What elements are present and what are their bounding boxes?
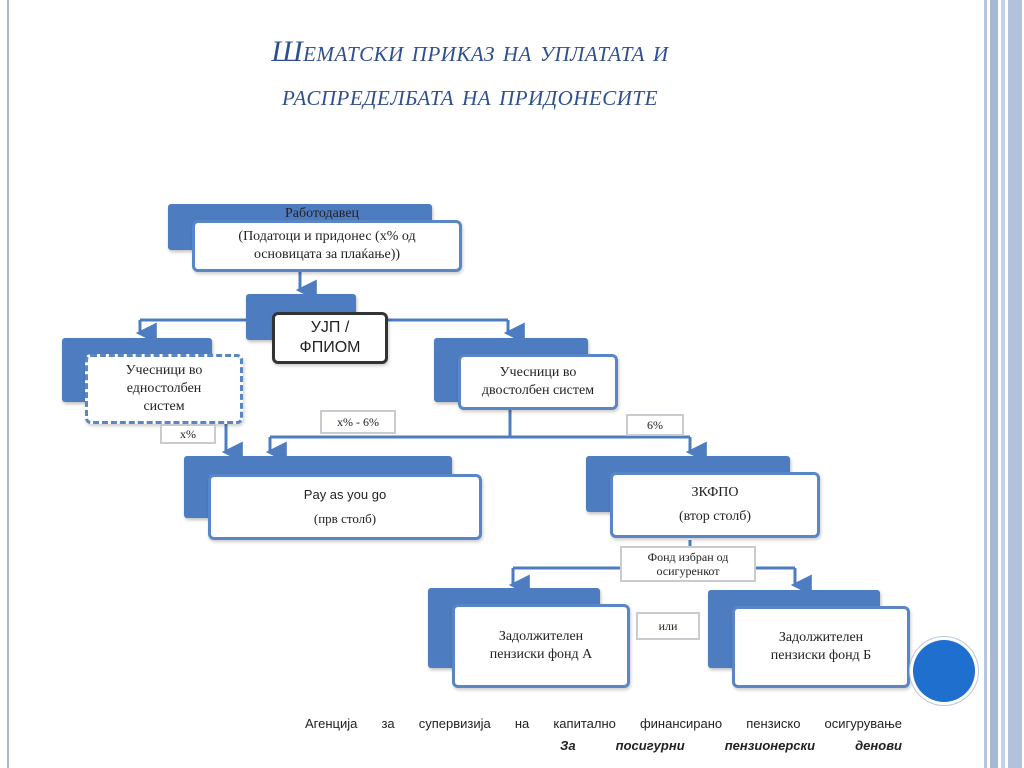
single-pillar-label: Учесници во едностолбен систем (125, 363, 203, 414)
decorative-circle (913, 640, 975, 702)
label-x-percent: x% (160, 424, 216, 444)
fund-a-label: Задолжителен пензиски фонд А (489, 629, 593, 662)
label-6-percent: 6% (626, 414, 684, 436)
title-line-1: Шематски приказ на уплатата и (271, 35, 669, 68)
label-x-minus-6-percent: x% - 6% (320, 410, 396, 434)
slide-left-border (7, 0, 9, 768)
zkfpo-label: ЗКФПО (691, 485, 739, 500)
slide-title: Шематски приказ на уплатата и распределб… (120, 30, 820, 118)
ujp-label: УЈП / ФПИОМ (299, 319, 361, 356)
ujp-box: УЈП / ФПИОМ (272, 312, 388, 364)
footer-agency: Агенција за супервизија на капитално фин… (305, 716, 902, 731)
footer-slogan: За посигурни пензионерски денови (560, 738, 902, 753)
slide-right-decoration (980, 0, 1024, 768)
fund-a-box: Задолжителен пензиски фонд А (452, 604, 630, 688)
title-line-2: распределбата на придонесите (282, 79, 658, 112)
payg-label: Pay as you go (303, 487, 387, 502)
label-fund-choice: Фонд избран од осигуренкот (620, 546, 756, 582)
single-pillar-box: Учесници во едностолбен систем (85, 354, 243, 424)
fund-b-box: Задолжителен пензиски фонд Б (732, 606, 910, 688)
fund-b-label: Задолжителен пензиски фонд Б (770, 630, 872, 663)
payg-sublabel: (прв столб) (313, 511, 377, 526)
two-pillar-label: Учесници во двостолбен систем (481, 365, 595, 398)
employer-sublabel: (Податоци и придонес (x% од основицата з… (238, 229, 416, 262)
two-pillar-box: Учесници во двостолбен систем (458, 354, 618, 410)
zkfpo-sublabel: (втор столб) (678, 509, 752, 524)
label-or: или (636, 612, 700, 640)
employer-label: Работодавец (285, 206, 360, 221)
employer-box: Работодавец (Податоци и придонес (x% од … (192, 206, 462, 272)
zkfpo-box: ЗКФПО (втор столб) (610, 472, 820, 538)
payg-box: Pay as you go (прв столб) (208, 474, 482, 540)
